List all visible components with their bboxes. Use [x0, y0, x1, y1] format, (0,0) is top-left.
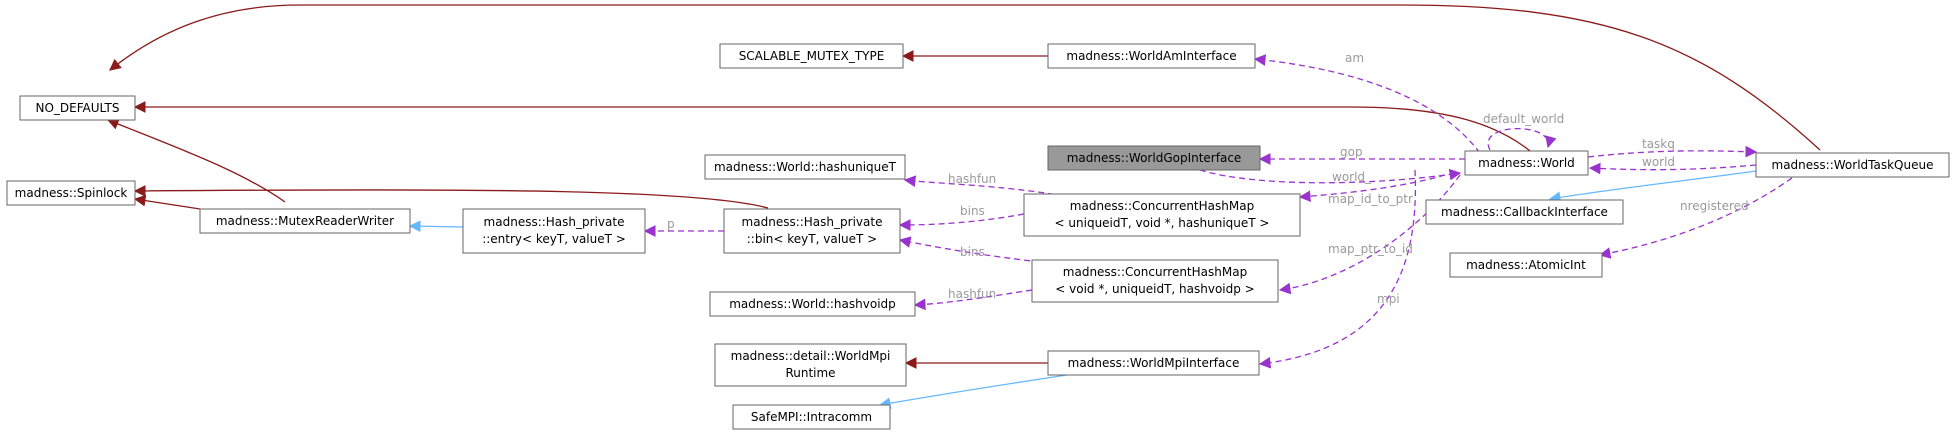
node-label: SafeMPI::Intracomm: [751, 410, 872, 424]
node-spinlock[interactable]: madness::Spinlock: [6, 180, 136, 206]
node-label: madness::WorldMpiInterface: [1068, 356, 1240, 370]
edge-label-hashfun-1: hashfun: [948, 172, 996, 186]
edge-gop-world: [1199, 168, 1462, 184]
edge-mpiiface-to-intracomm: [878, 372, 1081, 409]
edge-hashbin-to-spinlock: [133, 185, 769, 209]
edge-label-hashfun-2: hashfun: [948, 287, 996, 301]
node-label: madness::World: [1478, 156, 1575, 170]
node-label-line-2: < void *, uniqueidT, hashvoidp >: [1055, 282, 1254, 296]
node-label: madness::MutexReaderWriter: [216, 214, 394, 228]
edge-label-gop: gop: [1340, 145, 1363, 159]
edge-taskq-world: [1588, 162, 1757, 175]
edge-world-chm2: [1278, 174, 1461, 295]
edge-taskq-nregistered: [1598, 171, 1801, 259]
node-hash-private-bin[interactable]: madness::Hash_private ::bin< keyT, value…: [723, 208, 901, 254]
edge-taskq-to-callback: [1548, 170, 1757, 204]
node-world-mpi-interface[interactable]: madness::WorldMpiInterface: [1047, 350, 1260, 376]
node-world-mpi-runtime[interactable]: madness::detail::WorldMpi Runtime: [714, 343, 907, 387]
node-label: madness::WorldAmInterface: [1066, 49, 1236, 63]
node-no-defaults[interactable]: NO_DEFAULTS: [19, 95, 136, 121]
node-scalable-mutex-type[interactable]: SCALABLE_MUTEX_TYPE: [719, 43, 904, 69]
node-label-line-2: ::bin< keyT, valueT >: [747, 232, 877, 246]
nodes: NO_DEFAULTS SCALABLE_MUTEX_TYPE madness:…: [6, 43, 1950, 430]
node-safempi-intracomm[interactable]: SafeMPI::Intracomm: [732, 404, 891, 430]
node-world-hashuniquet[interactable]: madness::World::hashuniqueT: [704, 154, 906, 180]
edge-hashentry-to-mutexrw: [408, 220, 464, 233]
node-label-line-2: Runtime: [785, 366, 835, 380]
edge-world-to-no-defaults: [133, 101, 1536, 156]
edge-label-bins-2: bins: [960, 245, 985, 259]
edge-world-taskq: [1587, 145, 1758, 158]
node-world[interactable]: madness::World: [1464, 150, 1589, 176]
edge-label-p: p: [667, 217, 675, 231]
node-mutex-reader-writer[interactable]: madness::MutexReaderWriter: [199, 208, 411, 234]
node-label-line-1: madness::ConcurrentHashMap: [1063, 265, 1247, 279]
node-concurrent-hash-map-2[interactable]: madness::ConcurrentHashMap < void *, uni…: [1031, 259, 1279, 303]
node-callback-interface[interactable]: madness::CallbackInterface: [1425, 199, 1624, 225]
node-label: NO_DEFAULTS: [35, 101, 119, 115]
node-atomic-int[interactable]: madness::AtomicInt: [1449, 252, 1603, 278]
node-label-line-2: ::entry< keyT, valueT >: [482, 232, 626, 246]
node-label: madness::World::hashuniqueT: [714, 160, 897, 174]
node-label-line-1: madness::detail::WorldMpi: [731, 349, 891, 363]
edge-label-world-taskq: world: [1642, 155, 1675, 169]
node-world-am-interface[interactable]: madness::WorldAmInterface: [1047, 43, 1256, 69]
edge-label-world-gop: world_: [1332, 170, 1372, 184]
edge-label-mpi: mpi: [1377, 292, 1400, 306]
edges: [106, 4, 1821, 409]
node-label-line-1: madness::Hash_private: [742, 215, 883, 229]
edge-label-nregistered: nregistered: [1680, 199, 1749, 213]
node-world-gop-interface[interactable]: madness::WorldGopInterface: [1047, 145, 1261, 171]
node-label: madness::CallbackInterface: [1441, 205, 1608, 219]
edge-world-default-world: [1487, 127, 1557, 151]
edge-label-bins-1: bins: [960, 204, 985, 218]
node-world-hashvoidp[interactable]: madness::World::hashvoidp: [709, 291, 916, 317]
node-label: madness::AtomicInt: [1466, 258, 1586, 272]
edge-chm2-hashvoidp: [913, 289, 1033, 311]
node-label: madness::World::hashvoidp: [729, 297, 896, 311]
node-label: madness::Spinlock: [15, 186, 128, 200]
node-label: madness::WorldTaskQueue: [1772, 158, 1934, 172]
node-label-line-1: madness::ConcurrentHashMap: [1070, 199, 1254, 213]
edge-label-map-ptr-to-id: map_ptr_to_id: [1328, 242, 1413, 256]
edge-label-map-id-to-ptr: map_id_to_ptr: [1328, 192, 1413, 206]
edge-mutexrw-to-spinlock: [133, 194, 201, 210]
edge-label-default-world: default_world: [1483, 112, 1564, 126]
node-concurrent-hash-map-1[interactable]: madness::ConcurrentHashMap < uniqueidT, …: [1023, 193, 1301, 237]
node-hash-private-entry[interactable]: madness::Hash_private ::entry< keyT, val…: [462, 208, 646, 254]
node-label-line-2: < uniqueidT, void *, hashuniqueT >: [1055, 216, 1270, 230]
edge-labels: am default_world gop world_ taskq world …: [667, 51, 1749, 306]
edge-world-am: [1253, 54, 1481, 154]
edge-label-taskq: taskq: [1642, 137, 1675, 151]
edge-world-mpi: [1258, 169, 1417, 369]
edge-chm1-bin: [898, 213, 1025, 231]
edge-label-am: am: [1345, 51, 1364, 65]
node-world-task-queue[interactable]: madness::WorldTaskQueue: [1755, 152, 1950, 178]
edge-world-chm1: [1298, 174, 1446, 203]
node-label: SCALABLE_MUTEX_TYPE: [739, 49, 885, 63]
node-label-line-1: madness::Hash_private: [484, 215, 625, 229]
edge-chm1-hashuniquet: [903, 175, 1065, 197]
edge-taskq-to-no-defaults: [109, 4, 1821, 151]
node-label: madness::WorldGopInterface: [1067, 151, 1242, 165]
